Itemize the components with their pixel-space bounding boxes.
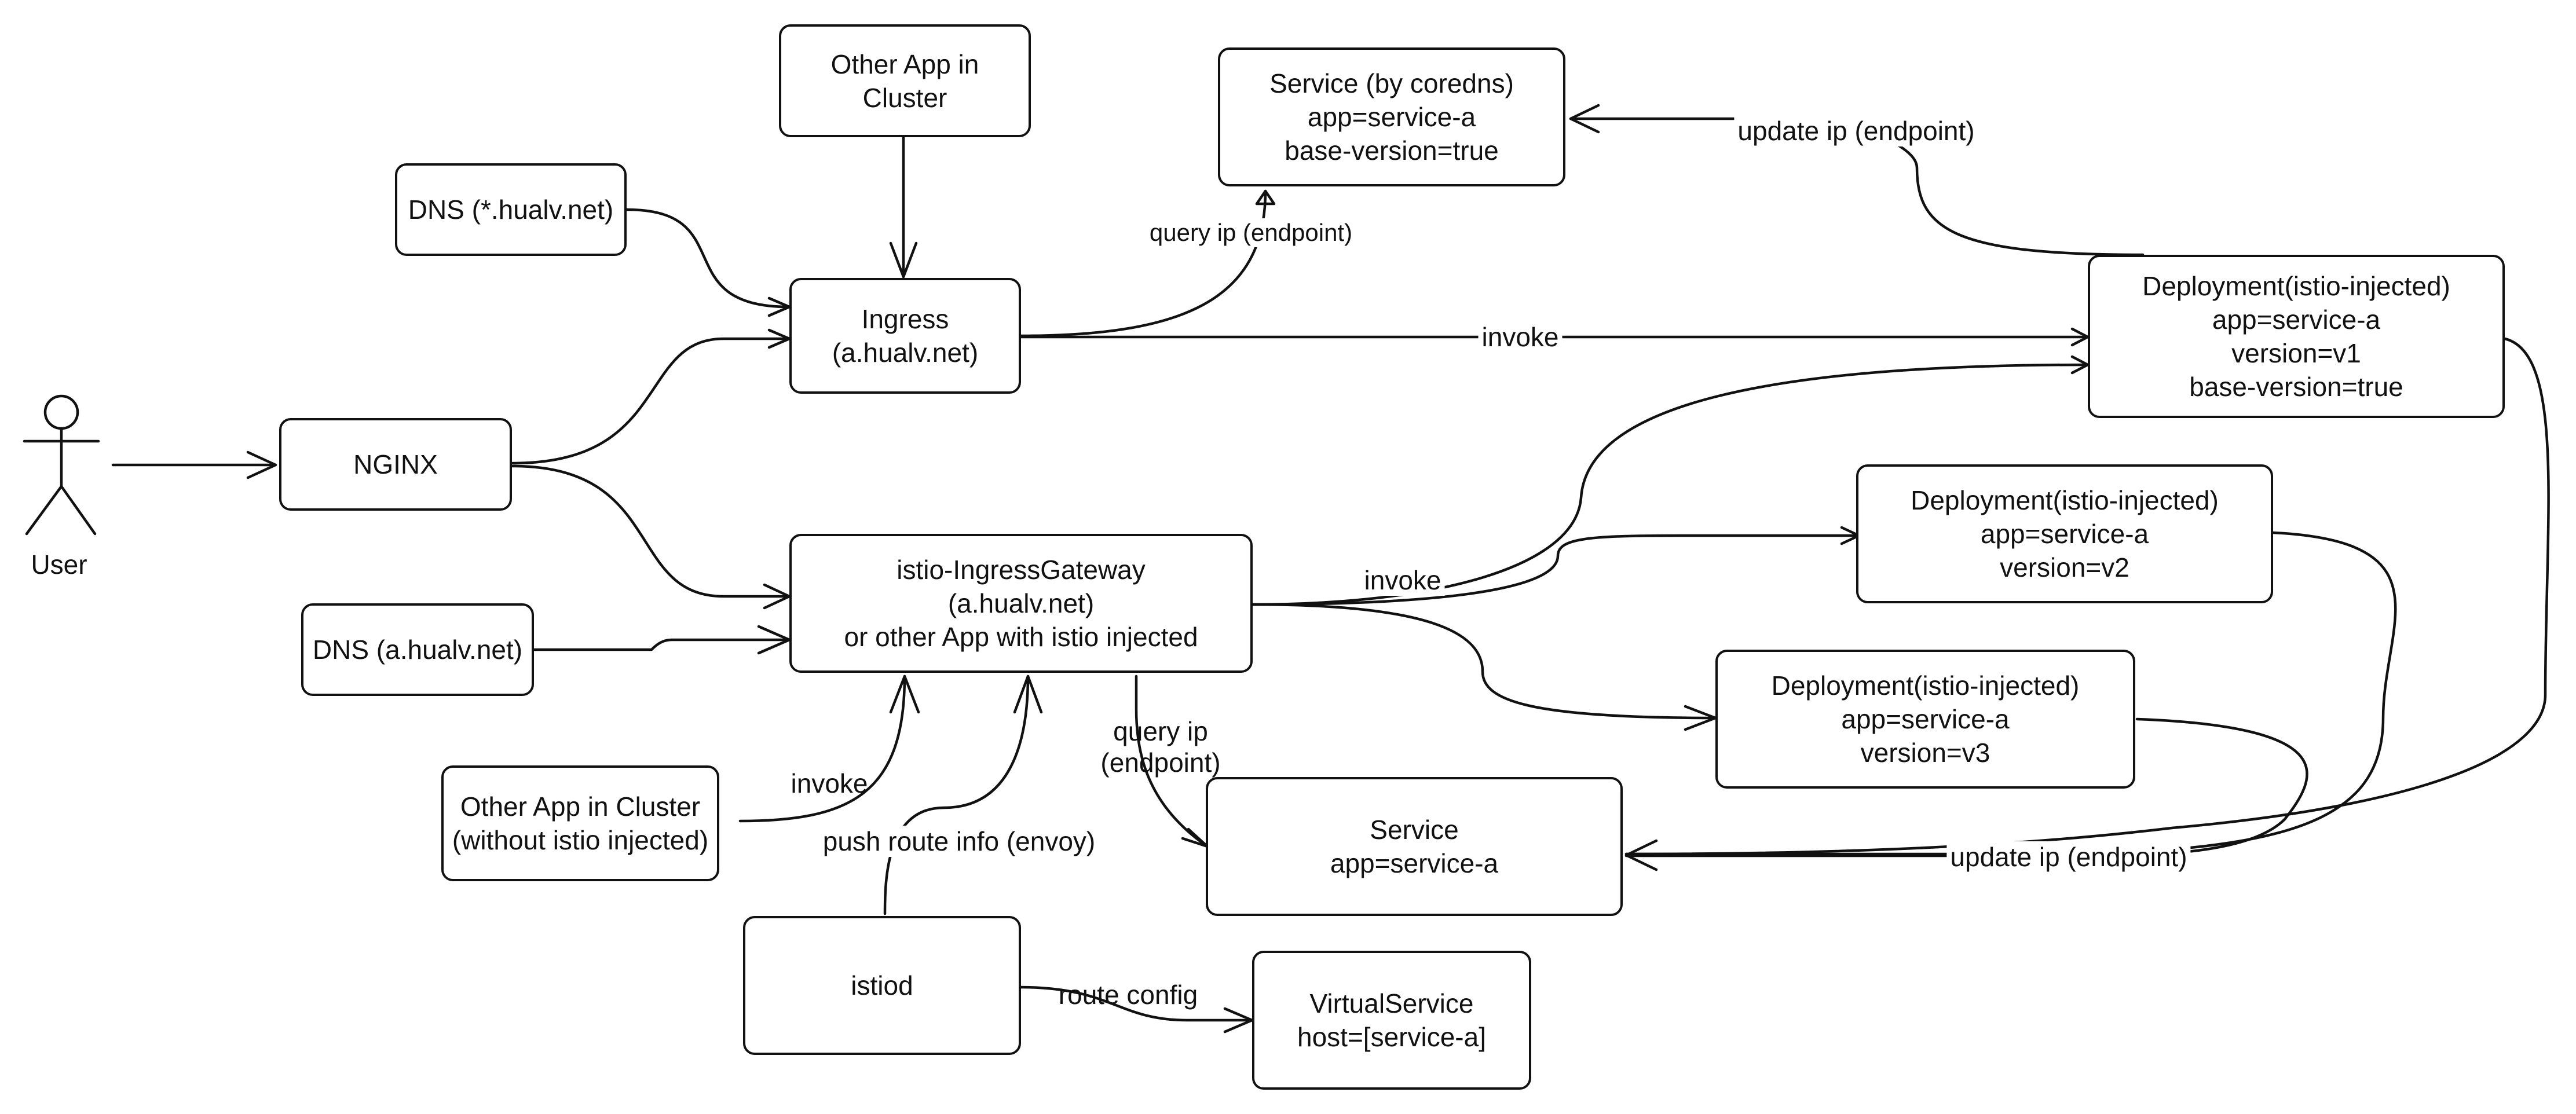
edge-istiod-to-virtualservice	[1019, 985, 1254, 1022]
service-a-text-line: Service	[1370, 815, 1459, 845]
edge-label-invoke-bottom: invoke	[791, 768, 868, 798]
edge-label-update-ip-top: update ip (endpoint)	[1734, 115, 1978, 146]
istio-gateway-text-line: (a.hualv.net)	[947, 588, 1095, 618]
arrowhead-user-to-nginx	[246, 450, 277, 479]
dns-wildcard-text-line: DNS (*.hualv.net)	[408, 195, 614, 225]
edge-label-update-ip-bottom: update ip (endpoint)	[1946, 841, 2191, 873]
deployment-v1-text-line: Deployment(istio-injected)	[2142, 271, 2450, 301]
user-right-leg-line	[60, 485, 97, 536]
virtual-service-text-line: VirtualService	[1309, 988, 1474, 1018]
edge-ingress-to-service-coredns	[1019, 189, 1267, 338]
deployment-v3-node[interactable]: Deployment(istio-injected)app=service-a v…	[1715, 650, 2135, 789]
edge-label-query-ip-bottom-line1: query ip	[1113, 716, 1208, 746]
ingress-text-line: Ingress	[861, 304, 949, 334]
dns-wildcard-node[interactable]: DNS (*.hualv.net)	[395, 163, 627, 256]
arrowhead-other-app-to-ingress	[889, 241, 918, 278]
deployment-v2-text-line: version=v2	[2000, 552, 2129, 582]
edge-gateway-to-deployment-v3	[1250, 603, 1717, 720]
service-a-text-line: app=service-a	[1330, 848, 1499, 878]
arrowhead-istiod-to-gateway	[1013, 675, 1043, 714]
edge-gateway-to-service-a	[1135, 675, 1209, 848]
user-label: User	[31, 549, 87, 580]
service-coredns-text-line: base-version=true	[1285, 135, 1499, 166]
deployment-v3-text-line: app=service-a	[1841, 704, 2010, 734]
arrowhead-deployment-v1-to-service-coredns	[1569, 104, 1600, 134]
dns-a-text-line: DNS (a.hualv.net)	[312, 635, 523, 665]
edge-label-invoke-top: invoke	[1478, 321, 1563, 353]
edge-label-invoke-mid: invoke	[1360, 565, 1445, 596]
edge-label-route-config: route config	[1058, 980, 1198, 1010]
arrowhead-other-app-bottom-to-gateway	[889, 675, 920, 714]
edge-dns-wildcard-to-ingress	[625, 208, 791, 309]
edge-other-app-bottom-to-gateway	[738, 675, 906, 823]
edge-gateway-to-deployment-v2	[1250, 534, 1861, 606]
service-coredns-text-line: Service (by coredns)	[1269, 68, 1514, 98]
user-icon	[23, 394, 100, 536]
ingress-node[interactable]: Ingress (a.hualv.net)	[789, 278, 1021, 394]
dns-a-node[interactable]: DNS (a.hualv.net)	[301, 603, 534, 696]
istio-gateway-text-line: or other App with istio injected	[844, 622, 1198, 652]
other-app-bottom-text-line: (without istio injected)	[452, 825, 709, 855]
istio-ingress-gateway-node[interactable]: istio-IngressGateway(a.hualv.net) or othe…	[789, 534, 1253, 673]
istiod-text-line: istiod	[851, 970, 913, 1001]
deployment-v2-text-line: Deployment(istio-injected)	[1911, 485, 2219, 515]
edge-label-query-ip-bottom: query ip (endpoint)	[1097, 716, 1224, 778]
arrowhead-ingress-to-service-coredns	[1255, 189, 1276, 206]
user-left-leg-line	[25, 485, 63, 536]
deployment-v1-text-line: version=v1	[2231, 338, 2361, 368]
edge-nginx-to-gateway	[511, 464, 791, 598]
deployment-v3-text-line: version=v3	[1860, 738, 1990, 768]
edge-label-push-route: push route info (envoy)	[819, 826, 1099, 857]
istio-gateway-text-line: istio-IngressGateway	[897, 555, 1146, 585]
edge-deployment-v1-to-service-a	[1624, 337, 2550, 856]
service-coredns-text-line: app=service-a	[1307, 102, 1476, 132]
other-app-bottom-text-line: Other App in Cluster	[460, 791, 701, 822]
deployment-v3-text-line: Deployment(istio-injected)	[1771, 670, 2080, 701]
other-app-top-text-line: Other App in	[830, 49, 979, 79]
deployment-v1-text-line: app=service-a	[2212, 305, 2381, 335]
edge-label-query-ip-top: query ip (endpoint)	[1146, 218, 1356, 247]
deployment-v1-text-line: base-version=true	[2189, 372, 2403, 402]
edge-label-query-ip-bottom-line2: (endpoint)	[1100, 747, 1221, 778]
edge-istiod-to-gateway	[883, 675, 1030, 915]
nginx-node[interactable]: NGINX	[279, 418, 512, 511]
edge-nginx-to-ingress	[511, 337, 791, 465]
nginx-text-line: NGINX	[353, 449, 438, 479]
virtual-service-text-line: host=[service-a]	[1297, 1022, 1486, 1052]
arrowhead-to-service-a	[1624, 839, 1658, 871]
edge-dns-a-to-gateway	[532, 638, 791, 651]
virtual-service-node[interactable]: VirtualService host=[service-a]	[1252, 951, 1531, 1090]
edge-deployment-v2-to-service-a	[1624, 531, 2397, 856]
other-app-without-istio-node[interactable]: Other App in Cluster(without istio injec…	[441, 765, 719, 881]
istiod-node[interactable]: istiod	[743, 916, 1021, 1055]
ingress-text-line: (a.hualv.net)	[832, 338, 979, 368]
other-app-top-text-line: Cluster	[862, 82, 947, 113]
deployment-v2-text-line: app=service-a	[1980, 519, 2149, 549]
